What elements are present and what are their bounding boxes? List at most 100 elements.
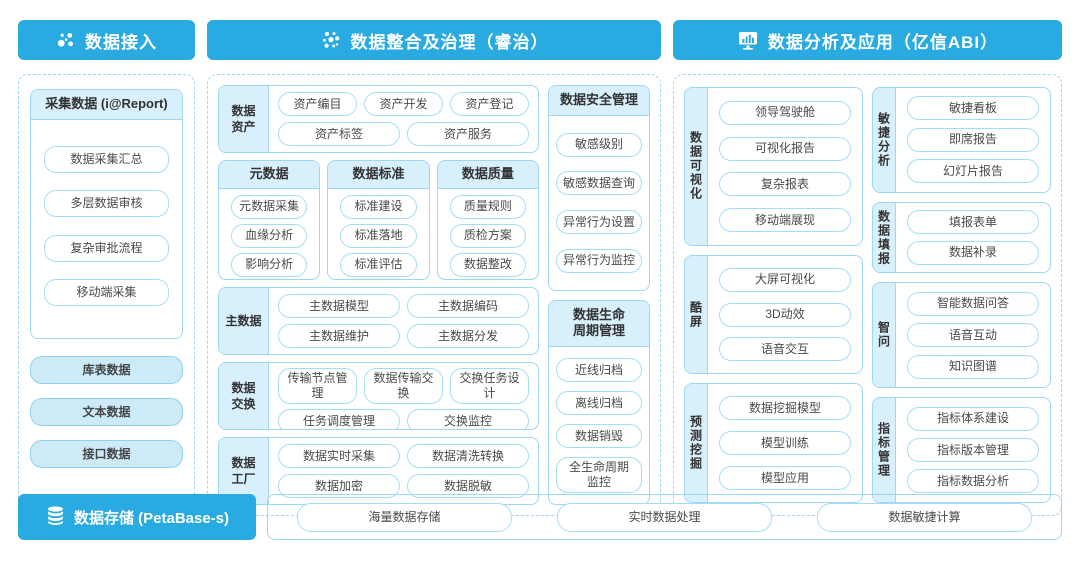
item-button[interactable]: 主数据维护	[278, 324, 400, 348]
item-button[interactable]: 数据敏捷计算	[817, 502, 1032, 532]
item-button[interactable]: 数据整改	[449, 252, 526, 277]
item-button[interactable]: 主数据分发	[407, 324, 529, 348]
group-metadata-title: 元数据	[219, 161, 320, 189]
item-button[interactable]: 领导驾驶舱	[719, 100, 851, 125]
item-button[interactable]: 血缘分析	[231, 223, 308, 248]
item-button[interactable]: 移动端采集	[44, 279, 169, 307]
item-button[interactable]: 幻灯片报告	[907, 159, 1039, 184]
item-button[interactable]: 文本数据	[30, 398, 183, 426]
group-smart-qa-label: 智问	[873, 283, 896, 388]
item-button[interactable]: 海量数据存储	[297, 502, 512, 532]
group-data-lifecycle-title: 数据生命 周期管理	[549, 300, 649, 348]
header-governance-label: 数据整合及治理（睿治）	[350, 32, 549, 52]
group-smart-qa: 智问 智能数据问答语音互动知识图谱	[872, 282, 1051, 389]
item-button[interactable]: 实时数据处理	[557, 502, 772, 532]
item-button[interactable]: 主数据模型	[278, 294, 400, 318]
item-button[interactable]: 多层数据审核	[44, 190, 169, 218]
item-button[interactable]: 资产标签	[278, 122, 400, 146]
item-button[interactable]: 指标数据分析	[907, 469, 1039, 494]
item-button[interactable]: 敏感数据查询	[556, 171, 642, 196]
item-button[interactable]: 异常行为监控	[556, 248, 642, 273]
group-data-quality: 数据质量 质量规则质检方案数据整改	[436, 160, 539, 280]
item-button[interactable]: 主数据编码	[407, 294, 529, 318]
group-collect-data: 采集数据 (i@Report) 数据采集汇总多层数据审核复杂审批流程移动端采集	[30, 89, 183, 339]
item-button[interactable]: 交换监控	[407, 409, 529, 429]
network-dots-icon	[56, 30, 76, 50]
item-button[interactable]: 语音互动	[907, 323, 1039, 348]
item-button[interactable]: 数据清洗转换	[407, 444, 529, 468]
item-button[interactable]: 知识图谱	[907, 354, 1039, 379]
item-button[interactable]: 资产服务	[407, 122, 529, 146]
storage-header-label: 数据存储 (PetaBase-s)	[73, 509, 230, 527]
item-button[interactable]: 数据实时采集	[278, 444, 400, 468]
group-cool-screen-items: 大屏可视化 3D动效语音交互	[708, 256, 862, 374]
group-data-security: 数据安全管理 敏感级别敏感数据查询异常行为设置异常行为监控	[548, 85, 650, 291]
header-analysis-label: 数据分析及应用（亿信ABI）	[767, 32, 999, 52]
dot-cluster-icon	[320, 29, 342, 51]
item-button[interactable]: 元数据采集	[231, 194, 308, 219]
item-button[interactable]: 标准评估	[340, 252, 417, 277]
button-row: 主数据模型主数据编码	[278, 294, 529, 318]
item-button[interactable]: 语音交互	[719, 337, 851, 362]
item-button[interactable]: 数据传输交换	[364, 368, 443, 404]
item-button[interactable]: 质量规则	[449, 194, 526, 219]
item-button[interactable]: 全生命周期 监控	[556, 457, 642, 494]
panel-governance: 数据 资产 资产编目资产开发资产登记资产标签资产服务 元数据 元数据采集血缘分析…	[207, 74, 661, 516]
item-button[interactable]: 大屏可视化	[719, 267, 851, 292]
item-button[interactable]: 传输节点管理	[278, 368, 357, 404]
item-button[interactable]: 接口数据	[30, 440, 183, 468]
item-button[interactable]: 异常行为设置	[556, 210, 642, 235]
group-collect-title: 采集数据 (i@Report)	[31, 90, 182, 120]
item-button[interactable]: 资产登记	[450, 92, 529, 116]
item-button[interactable]: 填报表单	[907, 210, 1039, 235]
item-button[interactable]: 敏感级别	[556, 132, 642, 157]
item-button[interactable]: 指标体系建设	[907, 406, 1039, 431]
group-data-quality-items: 质量规则质检方案数据整改	[438, 189, 538, 279]
group-predictive-mining: 预测挖掘 数据挖掘模型模型训练模型应用	[684, 383, 863, 503]
item-button[interactable]: 数据采集汇总	[44, 145, 169, 173]
item-button[interactable]: 数据挖掘模型	[719, 396, 851, 421]
header-analysis: 数据分析及应用（亿信ABI）	[673, 20, 1062, 60]
database-icon	[45, 505, 66, 529]
button-row: 资产标签资产服务	[278, 122, 529, 146]
item-button[interactable]: 敏捷看板	[907, 96, 1039, 121]
item-button[interactable]: 指标版本管理	[907, 438, 1039, 463]
item-button[interactable]: 即席报告	[907, 127, 1039, 152]
item-button[interactable]: 复杂审批流程	[44, 234, 169, 262]
button-row: 资产编目资产开发资产登记	[278, 92, 529, 116]
item-button[interactable]: 交换任务设计	[450, 368, 529, 404]
governance-side-column: 数据安全管理 敏感级别敏感数据查询异常行为设置异常行为监控 数据生命 周期管理 …	[548, 85, 650, 505]
row-data-exchange-items: 传输节点管理数据传输交换交换任务设计任务调度管理交换监控	[269, 363, 538, 429]
item-button[interactable]: 离线归档	[556, 391, 642, 416]
group-data-security-title: 数据安全管理	[549, 86, 649, 116]
item-button[interactable]: 可视化报告	[719, 136, 851, 161]
item-button[interactable]: 模型应用	[719, 466, 851, 491]
item-button[interactable]: 标准落地	[340, 223, 417, 248]
row-data-asset-label: 数据 资产	[219, 86, 269, 152]
item-button[interactable]: 模型训练	[719, 431, 851, 456]
row-data-asset: 数据 资产 资产编目资产开发资产登记资产标签资产服务	[218, 85, 539, 153]
item-button[interactable]: 数据补录	[907, 240, 1039, 265]
item-button[interactable]: 移动端展现	[719, 208, 851, 232]
item-button[interactable]: 智能数据问答	[907, 291, 1039, 316]
item-button[interactable]: 库表数据	[30, 356, 183, 384]
item-button[interactable]: 3D动效	[719, 302, 851, 327]
item-button[interactable]: 复杂报表	[719, 172, 851, 197]
item-button[interactable]: 任务调度管理	[278, 409, 400, 429]
source-type-list: 库表数据文本数据接口数据	[30, 356, 183, 468]
group-data-security-items: 敏感级别敏感数据查询异常行为设置异常行为监控	[549, 116, 649, 290]
header-governance: 数据整合及治理（睿治）	[207, 20, 661, 60]
item-button[interactable]: 近线归档	[556, 358, 642, 383]
group-data-filling: 数据填报 填报表单数据补录	[872, 201, 1051, 274]
item-button[interactable]: 数据销毁	[556, 424, 642, 449]
group-data-visualization-items: 领导驾驶舱可视化报告复杂报表移动端展现	[708, 88, 862, 245]
group-metadata-items: 元数据采集血缘分析影响分析	[219, 189, 319, 279]
item-button[interactable]: 标准建设	[340, 194, 417, 219]
item-button[interactable]: 资产开发	[364, 92, 443, 116]
item-button[interactable]: 影响分析	[231, 252, 308, 277]
group-data-visualization: 数据可视化 领导驾驶舱可视化报告复杂报表移动端展现	[684, 87, 863, 246]
item-button[interactable]: 资产编目	[278, 92, 357, 116]
group-smart-qa-items: 智能数据问答语音互动知识图谱	[896, 283, 1050, 387]
item-button[interactable]: 质检方案	[449, 223, 526, 248]
